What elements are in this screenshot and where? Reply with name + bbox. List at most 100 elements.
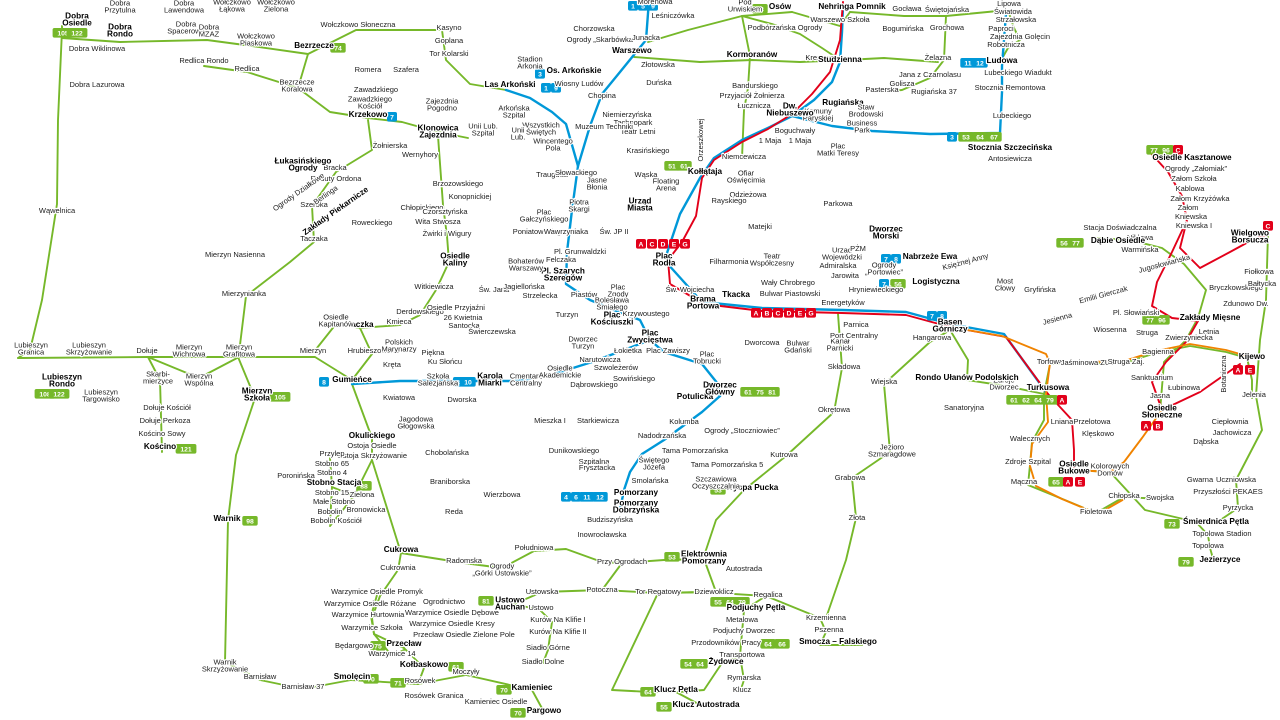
stop-label: Przyjaciół Żołnierza: [719, 91, 785, 100]
route-number-badge: 79: [1042, 395, 1058, 405]
stop-label: Smolańska: [631, 476, 669, 485]
route-number-badge: 12: [972, 58, 988, 68]
stop-label: Kościno: [144, 442, 176, 451]
route-line: [351, 327, 373, 381]
stop-label: Morenowa: [637, 0, 673, 6]
route-badge-number: 70: [514, 711, 522, 718]
route-number-badge: 61: [448, 662, 464, 672]
stop-label: Dworcowa: [744, 338, 780, 347]
route-badge-box: [648, 1, 658, 11]
stop-label: Kamieniec Osiedle: [465, 697, 528, 706]
stop-label: Niemierzyńska: [602, 110, 652, 119]
route-badge-box: [363, 674, 379, 684]
stop-label: Inowrocławska: [577, 530, 627, 539]
stop-label: Mieszka I: [534, 416, 566, 425]
stop-label: Piękna: [422, 348, 446, 357]
route-badge-number: E: [1248, 368, 1253, 375]
route-badge-number: D: [787, 311, 792, 318]
stop-label: Port Centralny: [830, 331, 878, 340]
route-badge-number: 74: [334, 46, 342, 53]
route-number-badge: 75: [752, 387, 768, 397]
route-badge-number: 3: [538, 72, 542, 79]
route-number-badge: 56: [890, 279, 906, 289]
stop-label: Rosówek: [405, 676, 436, 685]
stop-label: Parnica: [843, 320, 869, 329]
route-number-badge: 11: [960, 58, 976, 68]
route-number-badge: A: [1057, 395, 1067, 405]
stop-label: Dołuje Kościół: [143, 403, 191, 412]
stop-label: Kniewska: [1175, 212, 1208, 221]
route-badge-box: [760, 639, 776, 649]
stop-label: Kijewo: [1239, 352, 1265, 361]
route-number-badge: 105: [269, 392, 291, 402]
stop-label: Warzymice Osiedle Kresy: [409, 619, 495, 628]
stop-label: Chorzowska: [573, 24, 615, 33]
stop-label: Witkiewicza: [414, 282, 454, 291]
route-badge-number: B: [765, 311, 770, 318]
route-number-badge: C: [1263, 221, 1273, 231]
stop-label: Kościno Sowy: [138, 429, 185, 438]
route-number-badge: 3: [947, 132, 957, 142]
route-badge-box: [1068, 238, 1084, 248]
route-badge-box: [658, 239, 668, 249]
route-badge-number: 9: [554, 86, 558, 93]
stop-label: Stobno 15: [315, 488, 349, 497]
route-number-badge: 7: [927, 311, 937, 321]
stop-label: Transportowa: [719, 650, 765, 659]
route-number-badge: 81: [478, 596, 494, 606]
stop-label: Bogumińska: [882, 24, 924, 33]
stop-label: Ogrody„Portowiec”: [865, 261, 903, 277]
route-badge-number: 6: [574, 495, 578, 502]
route-number-badge: 77: [1146, 145, 1162, 155]
stop-label: Małe Stobno: [313, 497, 355, 506]
route-badge-number: 64: [644, 690, 652, 697]
route-badge-number: A: [1236, 368, 1241, 375]
route-badge-number: A: [1144, 424, 1149, 431]
stop-label: Ogrody „Stoczniowiec”: [704, 426, 780, 435]
route-number-badge: 64: [640, 687, 656, 697]
route-line: [791, 11, 851, 27]
route-number-badge: 66: [774, 639, 790, 649]
route-number-badge: 122: [48, 389, 70, 399]
route-number-badge: 53: [710, 485, 726, 495]
stop-label: Załom Szkoła: [1171, 174, 1217, 183]
route-line: [825, 383, 891, 619]
route-badge-number: C: [1176, 148, 1181, 155]
route-line: [1147, 149, 1269, 269]
route-line: [999, 9, 1021, 63]
stop-label: Fiołkowa: [1244, 267, 1274, 276]
route-badge-box: [1018, 395, 1034, 405]
route-badge-number: 122: [53, 392, 65, 399]
stop-label: Chłopickiego: [401, 203, 444, 212]
stop-label: Dąbska: [1193, 437, 1219, 446]
stop-label: Antosiewicza: [988, 154, 1033, 163]
route-number-badge: 64: [1030, 395, 1046, 405]
stop-label: Świętojańska: [925, 5, 970, 14]
stop-label: Pomorzany: [614, 488, 659, 497]
stop-label: Braniborska: [430, 477, 471, 486]
stop-label: Czorsztyńska: [422, 207, 468, 216]
route-badge-box: [48, 389, 70, 399]
stop-label: Złotowska: [641, 60, 676, 69]
stop-label: Łucznicza: [737, 101, 771, 110]
stop-label: Teatr Letni: [620, 127, 655, 136]
stop-label: Gwarna: [1187, 475, 1214, 484]
stop-label: Przylep: [319, 449, 344, 458]
route-badge-box: [541, 83, 551, 93]
